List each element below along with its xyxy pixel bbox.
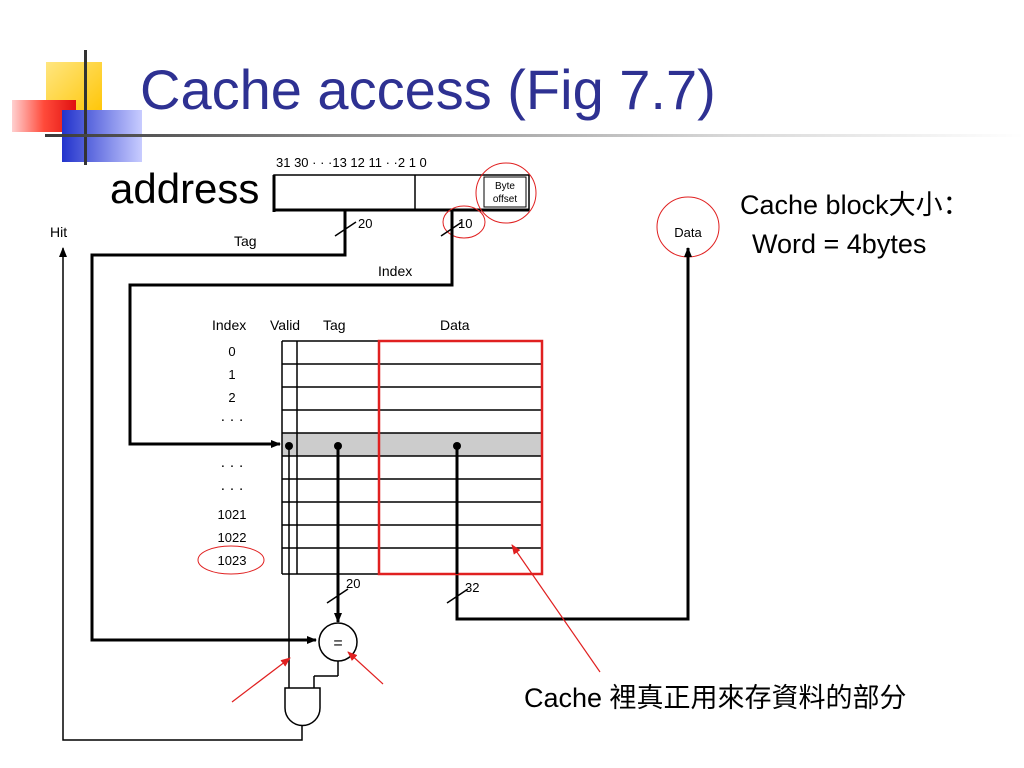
header-data: Data (440, 317, 470, 333)
row-label: 2 (228, 390, 235, 405)
data-region-highlight (377, 339, 544, 576)
tag-wire (90, 210, 347, 644)
and-gate (284, 687, 321, 727)
byte-offset-label-1: Byte (495, 181, 515, 192)
comparator-symbol: = (333, 635, 342, 652)
slide-title: Cache access (Fig 7.7) (140, 58, 716, 121)
row-1023-highlight (197, 545, 265, 575)
tag-width-label: 20 (358, 216, 372, 231)
cache-table (281, 339, 544, 576)
header-tag: Tag (323, 317, 346, 333)
address-bit-labels: 31 30 · · ·13 12 11 · ·2 1 0 (276, 155, 427, 170)
row-label: · · · (220, 480, 243, 497)
hit-label: Hit (50, 224, 67, 240)
row-label: 1021 (218, 507, 247, 522)
index-field-label: Index (378, 263, 412, 279)
note-block-size: Cache block大小： (740, 190, 970, 220)
byte-offset-box (483, 176, 527, 208)
row-label: · · · (220, 457, 243, 474)
note-data-part: Cache 裡真正用來存資料的部分 (524, 683, 907, 713)
tag-field-label: Tag (234, 233, 257, 249)
note-word-size: Word = 4bytes (752, 229, 927, 259)
header-valid: Valid (270, 317, 300, 333)
title-underline (45, 134, 1024, 137)
address-label: address (110, 165, 260, 212)
byte-offset-label-2: offset (493, 194, 517, 205)
row-label: 1 (228, 367, 235, 382)
hit-wire (59, 247, 303, 741)
red-arrow-valid (231, 657, 291, 703)
selected-row (282, 433, 542, 456)
row-label: 0 (228, 344, 235, 359)
data-width-label: 32 (465, 580, 479, 595)
tag-out-width-label: 20 (346, 576, 360, 591)
header-index: Index (212, 317, 246, 333)
index-width-highlight (442, 205, 486, 239)
index-wire (128, 210, 454, 448)
row-label: · · · (220, 411, 243, 428)
row-label: 1022 (218, 530, 247, 545)
byte-offset-highlight (475, 162, 537, 224)
index-width-label: 10 (458, 216, 472, 231)
data-output-label: Data (674, 225, 702, 240)
red-arrow-data (511, 544, 601, 673)
red-arrow-compare (347, 651, 384, 685)
address-register (272, 174, 530, 212)
row-label: 1023 (218, 553, 247, 568)
